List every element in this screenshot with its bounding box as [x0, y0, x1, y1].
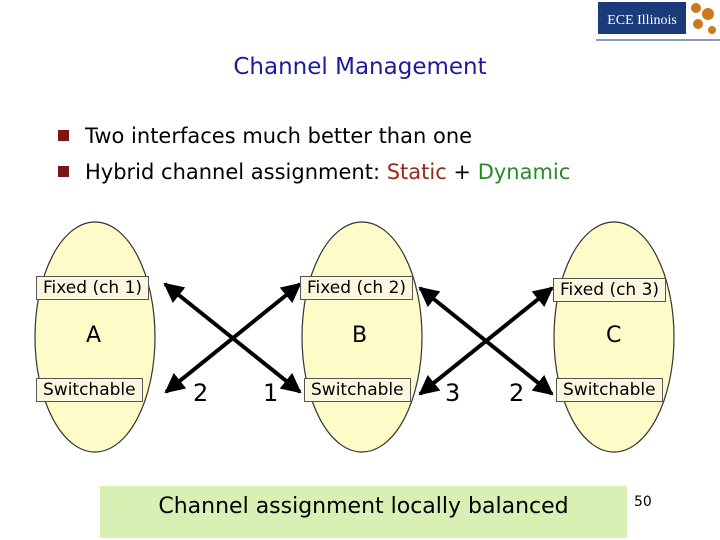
bullet-2-dynamic: Dynamic	[477, 160, 571, 184]
node-c-switchable-box: Switchable	[556, 378, 663, 402]
edge-label-2: 1	[263, 379, 279, 407]
node-c-fixed-box: Fixed (ch 3)	[553, 278, 667, 302]
ece-illinois-logo: ECE Illinois	[596, 0, 720, 44]
footer-box	[100, 486, 627, 538]
slide-title: Channel Management	[0, 54, 720, 80]
edge-label-3: 3	[445, 379, 461, 407]
bullet-2: Hybrid channel assignment: Static + Dyna…	[58, 160, 570, 184]
node-a-label: A	[86, 323, 102, 348]
bullet-1: Two interfaces much better than one	[58, 124, 472, 148]
bullet-2-plus: +	[446, 160, 478, 184]
page-number: 50	[634, 494, 652, 510]
footer-text: Channel assignment locally balanced	[158, 494, 569, 519]
link-b-a-arrow	[164, 282, 302, 394]
edge-label-4: 2	[509, 379, 525, 407]
node-a-switchable-box: Switchable	[36, 378, 143, 402]
title-part-1: Channel	[233, 54, 328, 80]
node-a-fixed-box: Fixed (ch 1)	[36, 276, 150, 300]
logo-text: ECE Illinois	[607, 13, 677, 28]
bullet-2-static: Static	[386, 160, 447, 184]
title-part-2: Management	[335, 54, 487, 80]
bullet-square-icon	[58, 166, 69, 177]
bullet-2-prefix: Hybrid channel assignment:	[85, 160, 387, 184]
bullet-1-text: Two interfaces much better than one	[85, 124, 473, 148]
node-b-switchable-box: Switchable	[304, 378, 411, 402]
edge-label-1: 2	[193, 379, 209, 407]
bullet-square-icon	[58, 130, 69, 141]
node-b-label: B	[352, 323, 368, 348]
link-c-b-arrow	[418, 286, 554, 396]
node-c-label: C	[606, 323, 622, 348]
node-b-fixed-box: Fixed (ch 2)	[300, 276, 414, 300]
